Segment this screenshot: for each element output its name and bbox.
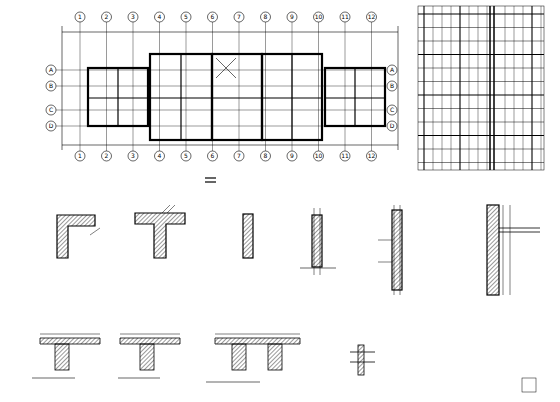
axis-number: 10 <box>315 14 323 20</box>
axis-bubble <box>46 65 56 75</box>
axis-number: 8 <box>264 153 268 159</box>
axis-bubble <box>387 81 397 91</box>
axis-bubble <box>314 12 324 22</box>
axis-bubble <box>46 81 56 91</box>
axis-number: 3 <box>131 14 135 20</box>
axis-bubble <box>261 151 271 161</box>
axis-number: 11 <box>341 153 349 159</box>
axis-number: 4 <box>158 14 162 20</box>
axis-bubble <box>208 12 218 22</box>
axis-number: A <box>390 67 394 73</box>
axis-bubble <box>340 151 350 161</box>
axis-bubble <box>128 12 138 22</box>
axis-number: 6 <box>211 14 215 20</box>
axis-bubble <box>46 105 56 115</box>
axis-number: 7 <box>237 14 241 20</box>
axis-number: 4 <box>158 153 162 159</box>
axis-number: A <box>49 67 53 73</box>
axis-bubble <box>287 151 297 161</box>
axis-bubble <box>367 151 377 161</box>
axis-bubble <box>234 151 244 161</box>
axis-number: 11 <box>341 14 349 20</box>
axis-number: B <box>390 83 394 89</box>
axis-number: 2 <box>105 14 109 20</box>
bottom-details <box>32 334 536 392</box>
axis-number: 5 <box>184 153 188 159</box>
axis-number: 9 <box>290 153 294 159</box>
axis-bubble <box>155 151 165 161</box>
axis-bubble <box>46 121 56 131</box>
axis-bubble <box>102 12 112 22</box>
axis-number: 7 <box>237 153 241 159</box>
axis-bubble <box>387 65 397 75</box>
axis-bubble <box>102 151 112 161</box>
axis-bubble <box>128 151 138 161</box>
floor-plan <box>46 12 398 161</box>
axis-bubble <box>367 12 377 22</box>
axis-number: 6 <box>211 153 215 159</box>
axis-bubble <box>75 12 85 22</box>
middle-details <box>57 178 540 295</box>
axis-number: 1 <box>78 153 82 159</box>
axis-number: 10 <box>315 153 323 159</box>
axis-bubble <box>287 12 297 22</box>
axis-number: D <box>390 123 395 129</box>
axis-bubble <box>387 105 397 115</box>
axis-number: 1 <box>78 14 82 20</box>
axis-number: D <box>49 123 54 129</box>
axis-number: 2 <box>105 153 109 159</box>
axis-bubble <box>208 151 218 161</box>
axis-number: 9 <box>290 14 294 20</box>
axis-number: 12 <box>368 14 376 20</box>
axis-number: C <box>49 107 53 113</box>
axis-bubble <box>75 151 85 161</box>
axis-bubble <box>387 121 397 131</box>
axis-bubble <box>314 151 324 161</box>
axis-bubble <box>234 12 244 22</box>
axis-number: 3 <box>131 153 135 159</box>
axis-bubble <box>181 151 191 161</box>
axis-number: 5 <box>184 14 188 20</box>
axis-bubble <box>155 12 165 22</box>
axis-number: 8 <box>264 14 268 20</box>
axis-number: C <box>390 107 394 113</box>
axis-bubble <box>181 12 191 22</box>
axis-number: B <box>49 83 53 89</box>
axis-bubble <box>340 12 350 22</box>
axis-bubble <box>261 12 271 22</box>
rebar-grid-detail <box>418 6 544 170</box>
axis-number: 12 <box>368 153 376 159</box>
